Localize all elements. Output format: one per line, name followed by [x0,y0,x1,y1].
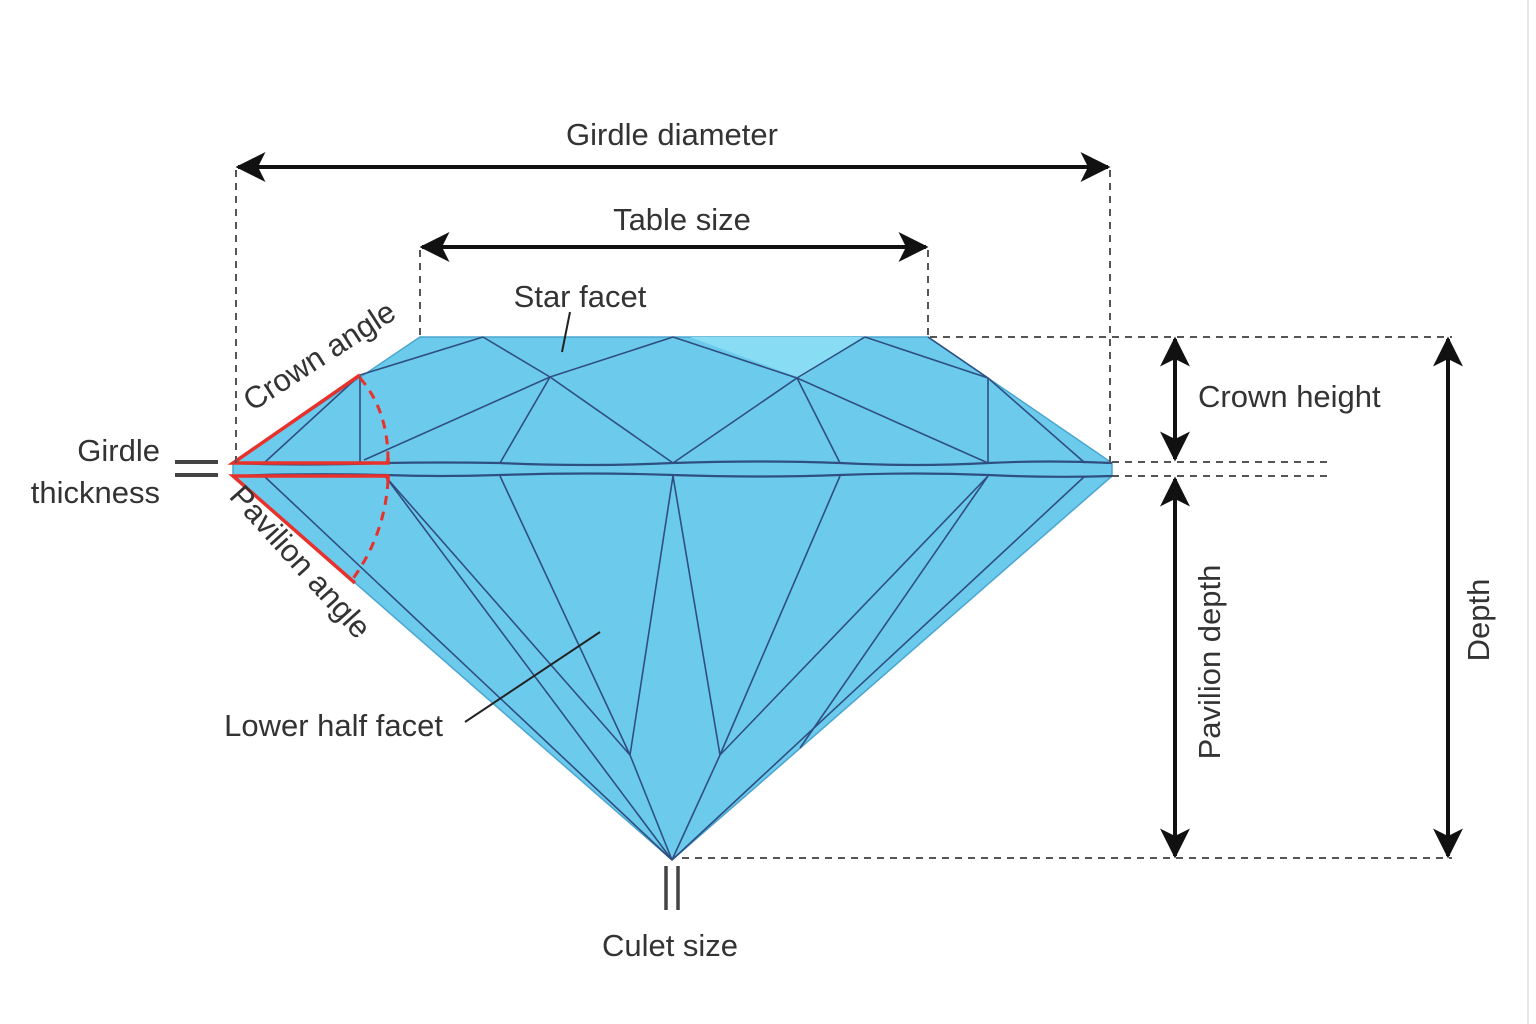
light-facet [690,337,862,378]
girdle-diameter-label: Girdle diameter [566,117,778,152]
crown-angle-arc [358,377,390,461]
crown-height-label: Crown height [1198,379,1381,414]
girdle-thickness-label-line1: Girdle [77,433,160,468]
star-facet-leader [561,311,571,353]
pavilion-depth-label: Pavilion depth [1192,565,1227,760]
girdle-thickness-marker [175,460,218,477]
crown-angle-marker [227,373,390,465]
diamond-body [232,336,1113,861]
table-size-label: Table size [613,202,751,237]
lower-half-facet-leader [464,631,601,723]
culet-size-label: Culet size [602,928,738,963]
pavilion-angle-marker [228,474,390,585]
pavilion-facets [263,475,1086,861]
angle-markers [227,373,390,585]
culet-size-marker [664,866,680,910]
depth-label: Depth [1461,579,1496,662]
crown-facets [263,336,1086,464]
diamond [232,336,1113,861]
guide-lines [235,170,1452,859]
pavilion-angle-arc [350,479,390,581]
girdle-thickness-label-line2: thickness [31,475,160,510]
star-facet-label: Star facet [514,279,647,314]
lower-half-facet-label: Lower half facet [224,708,443,743]
